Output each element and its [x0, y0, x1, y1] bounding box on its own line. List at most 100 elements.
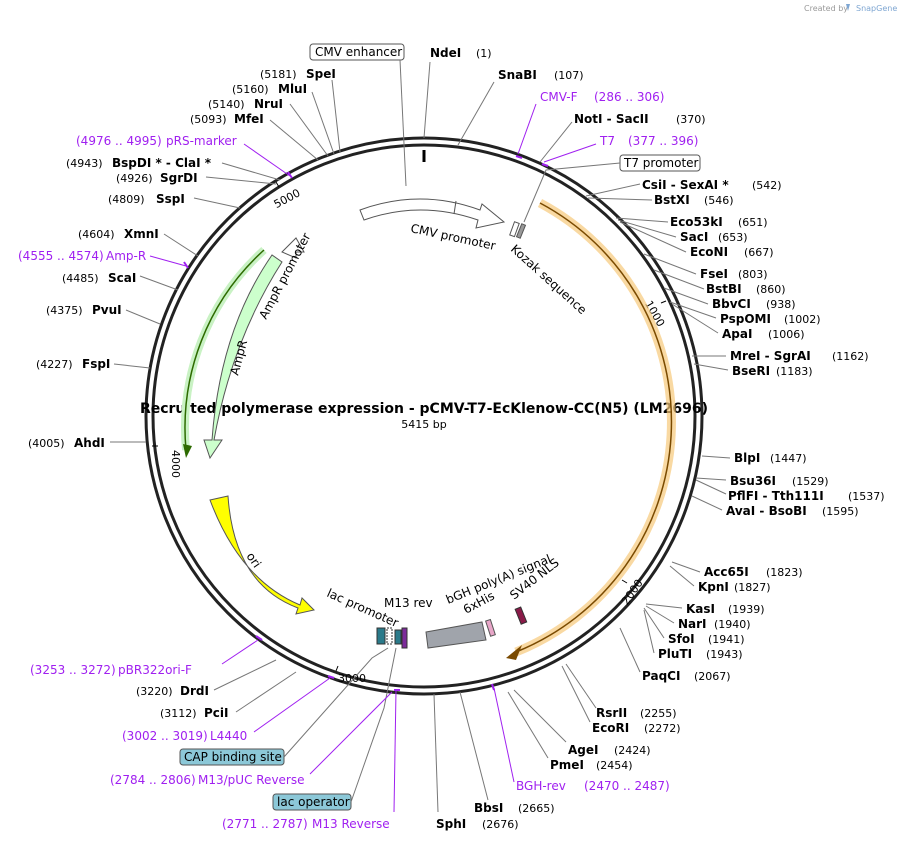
svg-text:BspDI * - ClaI *: BspDI * - ClaI *: [112, 156, 212, 170]
svg-text:ApaI: ApaI: [722, 327, 752, 341]
svg-text:(803): (803): [738, 268, 768, 281]
primer-prs-marker: (4976 .. 4995) pRS-marker: [76, 134, 293, 179]
svg-text:RsrII: RsrII: [596, 706, 627, 720]
svg-text:XmnI: XmnI: [124, 227, 159, 241]
svg-text:SphI: SphI: [436, 817, 466, 831]
cmv-promoter-arrow: [359, 198, 506, 229]
svg-text:(2454): (2454): [596, 759, 633, 772]
svg-text:BbsI: BbsI: [474, 801, 503, 815]
svg-text:ScaI: ScaI: [108, 271, 136, 285]
svg-text:BGH-rev: BGH-rev: [516, 779, 566, 793]
svg-text:SfoI: SfoI: [668, 632, 695, 646]
svg-text:(4005): (4005): [28, 437, 65, 450]
svg-text:(370): (370): [676, 113, 706, 126]
svg-text:(2676): (2676): [482, 818, 519, 831]
svg-text:FseI: FseI: [700, 267, 728, 281]
tick-mark-2000: [621, 579, 628, 584]
site-mlui: (5160) MluI: [232, 82, 335, 155]
svg-text:(2255): (2255): [640, 707, 677, 720]
t7-promoter-box: T7 promoter: [523, 154, 701, 223]
primer-m13-puc-reverse: (2784 .. 2806) M13/pUC Reverse: [110, 691, 393, 787]
tick-label-3000: 3000: [338, 672, 366, 685]
svg-text:PmeI: PmeI: [550, 758, 584, 772]
svg-text:BbvCI: BbvCI: [712, 297, 751, 311]
site-kasi: KasI (1939): [645, 602, 765, 616]
svg-text:SgrDI: SgrDI: [160, 171, 198, 185]
svg-text:pBR322ori-F: pBR322ori-F: [118, 663, 192, 677]
svg-text:(1939): (1939): [728, 603, 765, 616]
site-paqci: PaqCI (2067): [619, 627, 731, 683]
svg-text:NarI: NarI: [678, 617, 707, 631]
site-snabi: SnaBI (107): [457, 68, 584, 146]
plasmid-title: Recruited polymerase expression - pCMV-T…: [140, 401, 708, 417]
svg-text:MreI - SgrAI: MreI - SgrAI: [730, 349, 811, 363]
site-bspdi-clai: (4943) BspDI * - ClaI *: [66, 156, 281, 181]
site-agei: AgeI (2424): [513, 689, 651, 757]
svg-text:SacI: SacI: [680, 230, 708, 244]
credit-created-by: Created by: [804, 4, 848, 13]
site-pspomi: PspOMI (1002): [669, 301, 821, 326]
ampr-line: [184, 249, 265, 451]
site-sspi: (4809) SspI: [108, 192, 241, 209]
site-xmni: (4604) XmnI: [78, 227, 199, 257]
tick-mark-1000: [660, 300, 667, 304]
site-blpi: BlpI (1447): [701, 451, 807, 465]
svg-text:(4485): (4485): [62, 272, 99, 285]
svg-text:PspOMI: PspOMI: [720, 312, 771, 326]
svg-text:(4926): (4926): [116, 172, 153, 185]
backbone-inner-ring: [151, 143, 697, 689]
lac-promoter-block: [376, 627, 386, 645]
site-avai-bsobi: AvaI - BsoBI (1595): [691, 495, 859, 518]
svg-text:(2784 .. 2806): (2784 .. 2806): [110, 773, 196, 787]
site-pcii: (3112) PciI: [160, 671, 297, 720]
site-sgrdi: (4926) SgrDI: [116, 171, 277, 185]
site-bstbi: BstBI (860): [653, 269, 786, 296]
bgh-polya-block: [425, 621, 487, 649]
svg-text:AgeI: AgeI: [568, 743, 598, 757]
cap-site-block: [386, 627, 393, 645]
svg-text:(1447): (1447): [770, 452, 807, 465]
svg-text:AhdI: AhdI: [74, 436, 105, 450]
svg-text:DrdI: DrdI: [180, 684, 209, 698]
site-ecori: EcoRI (2272): [561, 665, 681, 735]
svg-text:(1827): (1827): [734, 581, 771, 594]
kozak-label: Kozak sequence: [508, 242, 589, 317]
svg-text:(2771 .. 2787): (2771 .. 2787): [222, 817, 308, 831]
svg-text:(1943): (1943): [706, 648, 743, 661]
site-kpni: KpnI (1827): [669, 565, 771, 594]
site-nari: NarI (1940): [645, 605, 751, 631]
tick-label-4000: 4000: [169, 450, 182, 478]
lac-operator-box: lac operator: [272, 647, 397, 811]
tick-mark-3000: [335, 665, 339, 672]
svg-text:(938): (938): [766, 298, 796, 311]
6xhis-block: [484, 618, 496, 637]
site-mrei-sgrai: MreI - SgrAI (1162): [692, 349, 869, 363]
site-apai: ApaI (1006): [671, 303, 805, 341]
ampr-promoter-arrow: [281, 237, 305, 259]
svg-text:(1002): (1002): [784, 313, 821, 326]
svg-text:(1941): (1941): [708, 633, 745, 646]
svg-text:KpnI: KpnI: [698, 580, 729, 594]
svg-text:(2424): (2424): [614, 744, 651, 757]
site-pmei: PmeI (2454): [507, 691, 633, 772]
site-pluti: PluTI (1943): [643, 609, 743, 661]
svg-text:(377 .. 396): (377 .. 396): [628, 134, 698, 148]
svg-text:PflFI - Tth111I: PflFI - Tth111I: [728, 489, 824, 503]
svg-text:Bsu36I: Bsu36I: [730, 474, 776, 488]
site-sfoi: SfoI (1941): [643, 607, 745, 646]
svg-text:NotI - SacII: NotI - SacII: [574, 112, 649, 126]
svg-text:PaqCI: PaqCI: [642, 669, 680, 683]
tick-mark-5000: [275, 181, 280, 188]
kozak-marker: [509, 221, 520, 238]
site-pflfi-tth111i: PflFI - Tth111I (1537): [695, 479, 885, 503]
site-fspi: (4227) FspI: [36, 357, 151, 371]
svg-text:(4375): (4375): [46, 304, 83, 317]
svg-text:CMV enhancer: CMV enhancer: [315, 45, 402, 59]
site-pvui: (4375) PvuI: [46, 303, 161, 325]
site-nrui: (5140) NruI: [208, 97, 329, 157]
svg-text:(3253 .. 3272): (3253 .. 3272): [30, 663, 116, 677]
sv40-nls-block: [514, 606, 528, 625]
svg-text:(4809): (4809): [108, 193, 145, 206]
svg-text:T7: T7: [599, 134, 615, 148]
site-drdi: (3220) DrdI: [136, 659, 277, 698]
